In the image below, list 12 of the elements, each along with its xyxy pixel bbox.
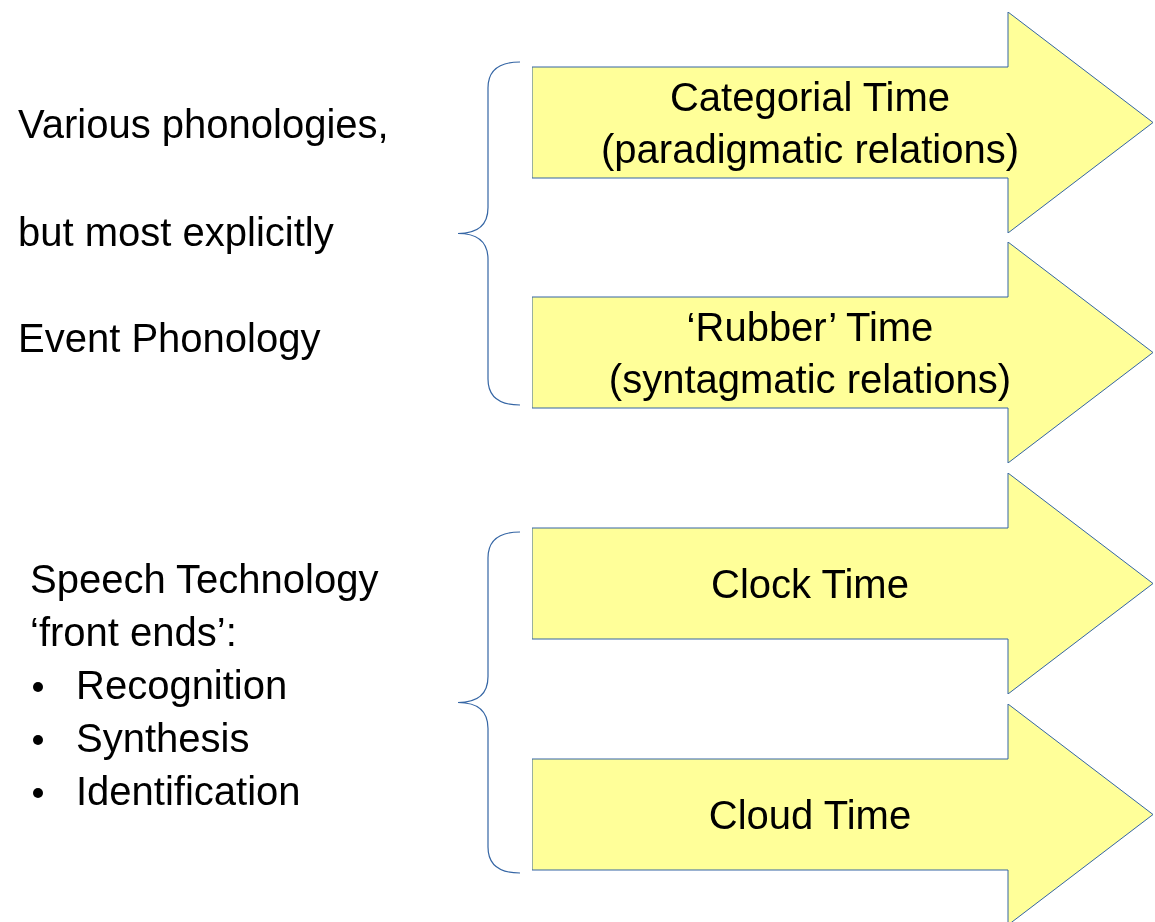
note-text: ‘front ends’: — [30, 609, 237, 656]
note-text: but most explicitly — [18, 209, 334, 256]
note-text: Synthesis — [76, 715, 250, 762]
arrow-label: ‘Rubber’ Time (syntagmatic relations) — [607, 303, 1013, 403]
note-text: Recognition — [76, 662, 288, 709]
note-text: Various phonologies, — [18, 101, 389, 148]
note-text: Speech Technology — [30, 556, 379, 603]
arrow-label: Categorial Time (paradigmatic relations) — [600, 73, 1020, 173]
note-text: Identification — [76, 768, 301, 815]
arrow-label: Clock Time — [710, 560, 910, 608]
arrow-label: Cloud Time — [707, 791, 913, 839]
note-text: Event Phonology — [18, 315, 321, 362]
